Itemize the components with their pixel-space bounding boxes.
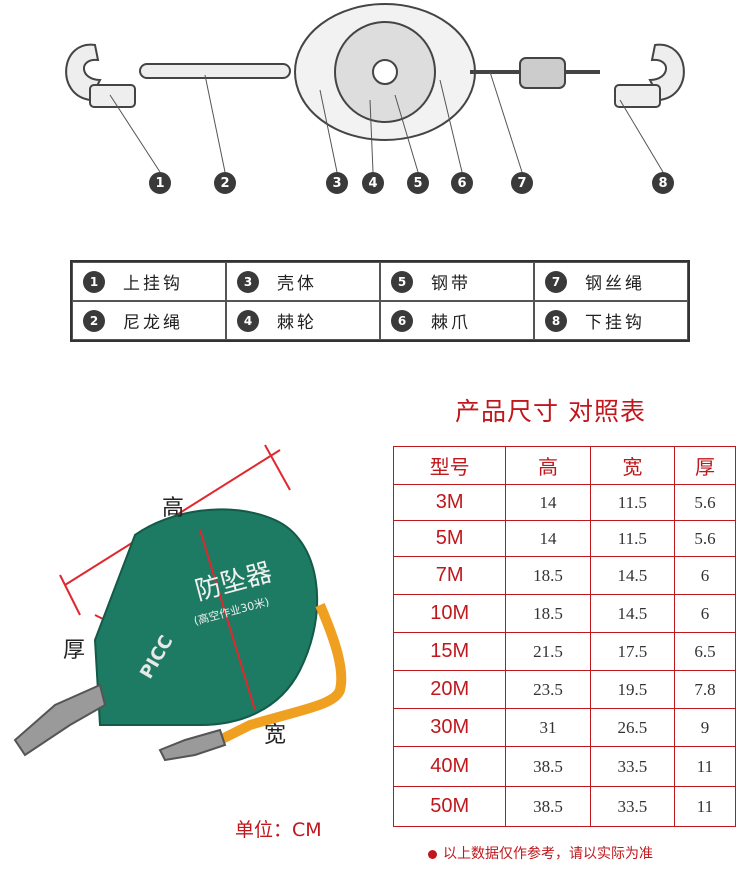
table-header-row: 型号 高 宽 厚	[392, 446, 737, 485]
size-cell: 18.5	[505, 556, 591, 595]
model-cell: 40M	[392, 746, 507, 787]
legend-label: 钢丝绳	[585, 274, 645, 294]
model-cell: 50M	[392, 786, 507, 827]
bullet-dot-icon	[428, 849, 437, 859]
size-cell: 6	[673, 594, 737, 633]
height-label: 高	[162, 496, 185, 521]
size-cell: 11.5	[589, 520, 675, 557]
callout-7: 7	[511, 172, 533, 194]
size-cell: 31	[505, 708, 591, 747]
size-cell: 11.5	[589, 484, 675, 521]
legend-item: 6 棘爪	[380, 301, 534, 340]
callout-2: 2	[214, 172, 236, 194]
fall-arrester-drawing: 防坠器 (高空作业30米) PICC	[13, 444, 347, 762]
legend-item: 3 壳体	[226, 262, 380, 301]
unit-label: 单位：CM	[235, 819, 322, 841]
legend-item: 7 钢丝绳	[534, 262, 688, 301]
size-cell: 21.5	[505, 632, 591, 671]
legend-number: 3	[237, 270, 259, 293]
size-cell: 18.5	[505, 594, 591, 633]
legend-item: 4 棘轮	[226, 301, 380, 340]
size-cell: 11	[673, 786, 737, 827]
thickness-label: 厚	[63, 638, 86, 663]
product-image: 防坠器 (高空作业30米) PICC	[0, 440, 400, 810]
legend-number: 8	[545, 309, 567, 332]
legend-item: 2 尼龙绳	[72, 301, 226, 340]
disclaimer-text: 以上数据仅作参考，请以实际为准	[443, 846, 653, 862]
legend-item: 8 下挂钩	[534, 301, 688, 340]
model-cell: 30M	[392, 708, 507, 747]
size-cell: 6	[673, 556, 737, 595]
header-model: 型号	[392, 446, 507, 485]
diagram-drawing	[65, 3, 685, 173]
size-cell: 17.5	[589, 632, 675, 671]
legend-label: 尼龙绳	[123, 313, 183, 333]
legend-item: 1 上挂钩	[72, 262, 226, 301]
legend-label: 上挂钩	[123, 274, 183, 294]
size-cell: 6.5	[673, 632, 737, 671]
model-cell: 3M	[392, 484, 507, 521]
callout-3: 3	[326, 172, 348, 194]
exploded-diagram: 1 2 3 4 5 6 7 8	[0, 0, 750, 210]
size-cell: 33.5	[589, 786, 675, 827]
size-cell: 38.5	[505, 746, 591, 787]
model-cell: 20M	[392, 670, 507, 709]
parts-legend: 1 上挂钩 3 壳体 5 钢带 7 钢丝绳 2 尼龙绳 4 棘轮 6 棘爪 8 下挂钩	[70, 260, 690, 342]
size-cell: 14.5	[589, 556, 675, 595]
header-height: 高	[505, 446, 591, 485]
model-cell: 15M	[392, 632, 507, 671]
header-width: 宽	[589, 446, 675, 485]
size-cell: 14	[505, 520, 591, 557]
legend-label: 钢带	[431, 274, 471, 294]
size-cell: 26.5	[589, 708, 675, 747]
callout-8: 8	[652, 172, 674, 194]
legend-number: 4	[237, 309, 259, 332]
callout-5: 5	[407, 172, 429, 194]
legend-item: 5 钢带	[380, 262, 534, 301]
size-cell: 5.6	[673, 520, 737, 557]
width-label: 宽	[264, 723, 287, 748]
callout-1: 1	[149, 172, 171, 194]
legend-label: 壳体	[277, 274, 317, 294]
callout-4: 4	[362, 172, 384, 194]
header-thickness: 厚	[673, 446, 737, 485]
legend-number: 7	[545, 270, 567, 293]
size-cell: 14	[505, 484, 591, 521]
model-cell: 7M	[392, 556, 507, 595]
size-table-title: 产品尺寸 对照表	[455, 397, 646, 426]
size-cell: 11	[673, 746, 737, 787]
legend-number: 6	[391, 309, 413, 332]
size-cell: 14.5	[589, 594, 675, 633]
legend-label: 棘轮	[277, 313, 317, 333]
legend-number: 1	[83, 270, 105, 293]
size-cell: 33.5	[589, 746, 675, 787]
size-cell: 7.8	[673, 670, 737, 709]
legend-number: 5	[391, 270, 413, 293]
size-cell: 23.5	[505, 670, 591, 709]
legend-number: 2	[83, 309, 105, 332]
device-body	[93, 508, 319, 726]
model-cell: 10M	[392, 594, 507, 633]
size-cell: 38.5	[505, 786, 591, 827]
size-cell: 19.5	[589, 670, 675, 709]
model-cell: 5M	[392, 520, 507, 557]
disclaimer-note: 以上数据仅作参考，请以实际为准	[428, 843, 653, 863]
legend-label: 下挂钩	[585, 313, 645, 333]
size-cell: 9	[673, 708, 737, 747]
legend-label: 棘爪	[431, 313, 471, 333]
callout-6: 6	[451, 172, 473, 194]
size-cell: 5.6	[673, 484, 737, 521]
